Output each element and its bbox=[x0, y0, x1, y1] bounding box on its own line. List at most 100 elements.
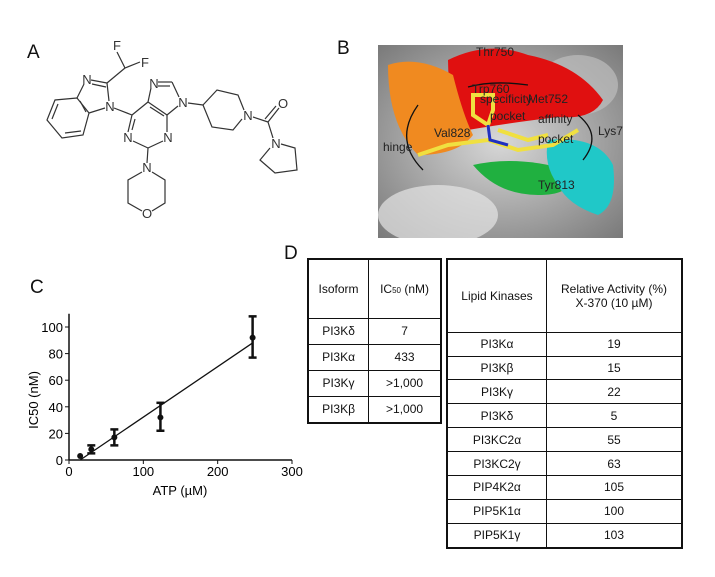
y-tick-label: 0 bbox=[56, 453, 63, 468]
column-header: Lipid Kinases bbox=[446, 258, 547, 333]
pocket-label: affinity bbox=[538, 112, 572, 126]
data-point bbox=[249, 334, 256, 341]
atom-n: N bbox=[271, 136, 280, 151]
atom-n: N bbox=[105, 99, 114, 114]
header-line: Relative Activity (%) bbox=[560, 281, 668, 296]
residue-label: Met752 bbox=[528, 92, 568, 106]
y-tick-label: 40 bbox=[49, 400, 63, 415]
data-point bbox=[111, 434, 118, 441]
data-point bbox=[157, 414, 164, 421]
pocket-label: pocket bbox=[490, 109, 526, 123]
kinase-name-cell: PI3Kβ bbox=[446, 355, 547, 381]
green-region bbox=[473, 161, 570, 195]
residue-label: Trp760 bbox=[472, 82, 510, 96]
panel-label-b: B bbox=[337, 38, 350, 59]
column-header: Isoform bbox=[307, 258, 370, 319]
atom-o: O bbox=[142, 206, 152, 221]
panel-label-c: C bbox=[30, 277, 44, 298]
kinase-name-cell: PI3KC2γ bbox=[446, 451, 547, 476]
pocket-label: pocket bbox=[538, 132, 574, 146]
table-row: PI3Kγ>1,000 bbox=[307, 369, 442, 397]
atom-n: N bbox=[178, 95, 187, 110]
unit-label: (nM) bbox=[400, 281, 429, 296]
fit-line bbox=[79, 342, 253, 461]
column-header: Relative Activity (%)X-370 (10 µM) bbox=[546, 258, 683, 333]
atom-n: N bbox=[149, 76, 158, 91]
value-cell: 19 bbox=[546, 331, 683, 357]
residue-label: Lys779 bbox=[598, 124, 623, 138]
data-point bbox=[88, 446, 95, 453]
kinase-name-cell: PI3Kα bbox=[446, 331, 547, 357]
atom-f: F bbox=[113, 38, 121, 53]
kinase-name-cell: PI3Kα bbox=[307, 343, 370, 371]
ic-label: IC bbox=[380, 281, 393, 296]
kinase-name-cell: PI3Kγ bbox=[446, 379, 547, 405]
y-tick-label: 60 bbox=[49, 373, 63, 388]
residue-label: Thr750 bbox=[476, 45, 514, 59]
y-tick-label: 20 bbox=[49, 426, 63, 441]
table-row: PI3Kβ>1,000 bbox=[307, 395, 442, 424]
kinase-name-cell: PI3KC2α bbox=[446, 427, 547, 453]
value-cell: 22 bbox=[546, 379, 683, 405]
y-axis-title: IC50 (nM) bbox=[26, 371, 41, 429]
panel-label-d: D bbox=[284, 243, 298, 264]
value-cell: 55 bbox=[546, 427, 683, 453]
x-tick-label: 100 bbox=[132, 464, 154, 479]
region-label: hinge bbox=[383, 140, 413, 154]
orange-region bbox=[388, 61, 473, 155]
kinase-name-cell: PIP5K1α bbox=[446, 498, 547, 524]
value-cell: >1,000 bbox=[368, 369, 442, 397]
kinase-name-cell: PIP4K2α bbox=[446, 474, 547, 500]
x-tick-label: 300 bbox=[281, 464, 303, 479]
value-cell: 105 bbox=[546, 474, 683, 500]
protein-pocket-image: Thr750 Trp760 specificity Met752 pocket … bbox=[378, 45, 623, 238]
ic50-vs-atp-chart: 0 100 200 300 0 20 40 60 80 100 ATP (µM) IC50 (nM… bbox=[26, 313, 303, 498]
value-cell: 100 bbox=[546, 498, 683, 524]
kinase-name-cell: PI3Kγ bbox=[307, 369, 370, 397]
x-axis-title: ATP (µM) bbox=[153, 483, 208, 498]
value-cell: 7 bbox=[368, 317, 442, 345]
kinase-name-cell: PI3Kβ bbox=[307, 395, 370, 424]
x-tick-label: 0 bbox=[65, 464, 72, 479]
x-tick-label: 200 bbox=[207, 464, 229, 479]
residue-label: Tyr813 bbox=[538, 178, 575, 192]
red-region bbox=[448, 48, 603, 130]
value-cell: 433 bbox=[368, 343, 442, 371]
kinase-name-cell: PIP5K1γ bbox=[446, 522, 547, 549]
data-point bbox=[77, 453, 84, 460]
atom-n: N bbox=[82, 72, 91, 87]
chemical-structure: F F N N N N N N N O N O N bbox=[46, 38, 298, 221]
header-line: X-370 (10 µM) bbox=[575, 295, 653, 310]
kinase-name-cell: PI3Kδ bbox=[446, 403, 547, 429]
atom-n: N bbox=[243, 108, 252, 123]
atom-n: N bbox=[123, 130, 132, 145]
kinase-name-cell: PI3Kδ bbox=[307, 317, 370, 345]
value-cell: 63 bbox=[546, 451, 683, 476]
residue-label: Val828 bbox=[434, 126, 471, 140]
lipid-kinase-table: Lipid Kinases Relative Activity (%)X-370… bbox=[446, 258, 683, 549]
pocket-label: specificity bbox=[480, 92, 532, 106]
atom-n: N bbox=[142, 160, 151, 175]
value-cell: >1,000 bbox=[368, 395, 442, 424]
y-tick-label: 80 bbox=[49, 347, 63, 362]
atom-o: O bbox=[278, 96, 288, 111]
value-cell: 15 bbox=[546, 355, 683, 381]
column-header: IC50 (nM) bbox=[368, 258, 442, 319]
cyan-region bbox=[546, 139, 614, 215]
subscript-50: 50 bbox=[392, 285, 401, 295]
atom-f: F bbox=[141, 55, 149, 70]
atom-n: N bbox=[163, 130, 172, 145]
y-tick-label: 100 bbox=[41, 320, 63, 335]
